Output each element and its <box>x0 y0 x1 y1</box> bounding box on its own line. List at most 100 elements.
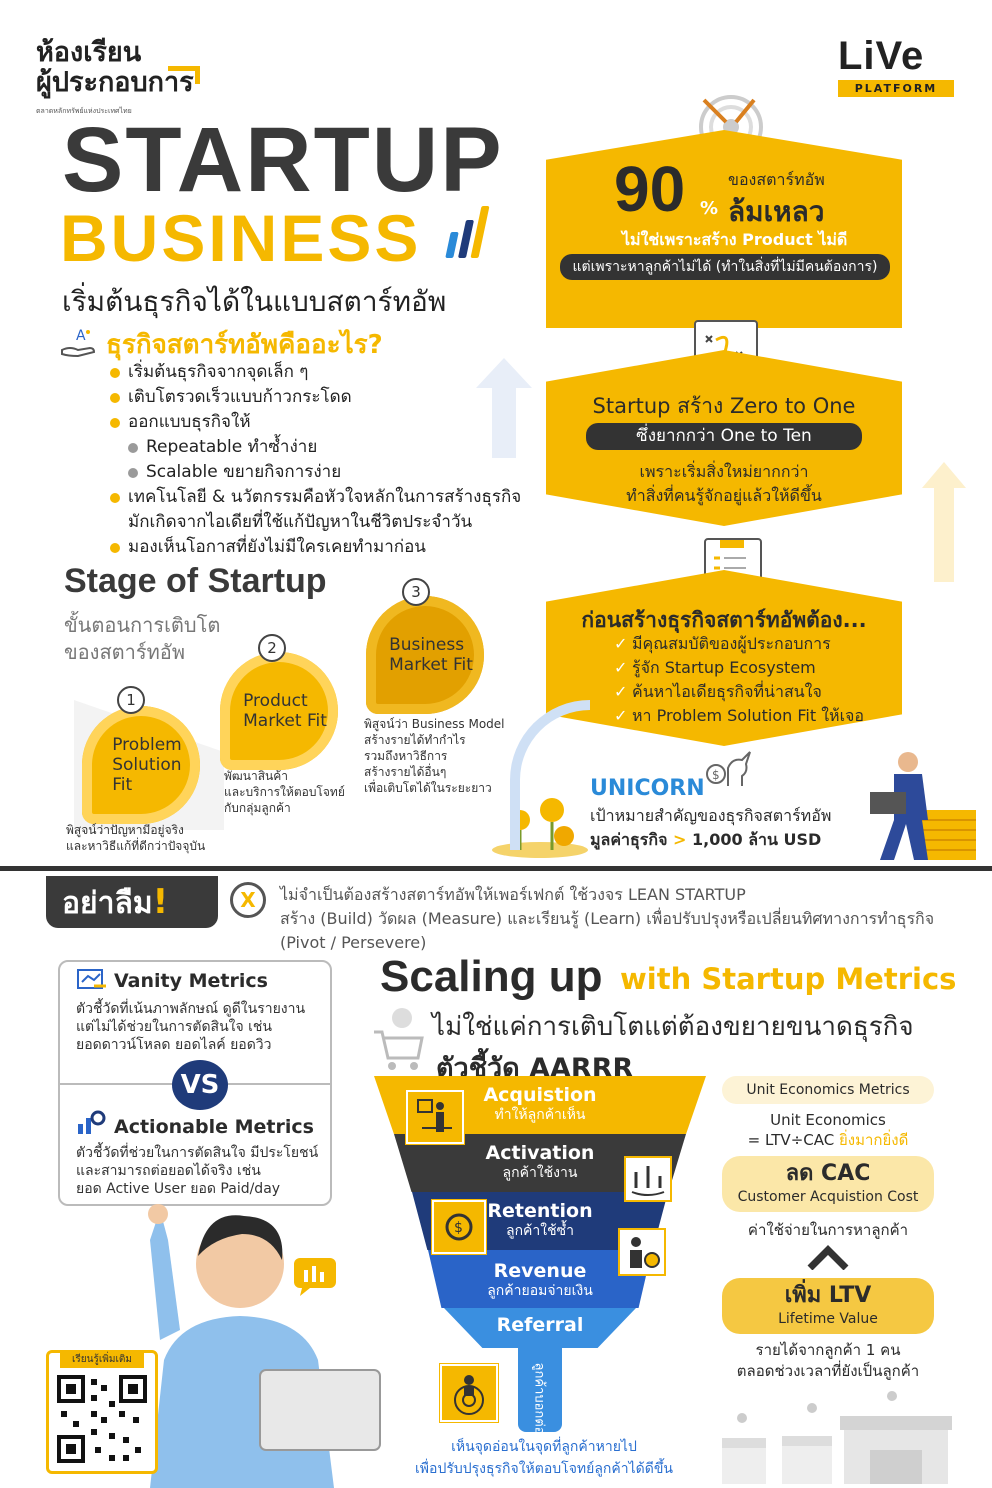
unit-economics-pill: Unit Economics Metrics <box>722 1076 934 1104</box>
dont-forget-label: อย่าลืม <box>62 886 153 921</box>
unit-economics-ratio: = LTV÷CAC <box>747 1131 839 1149</box>
cac-desc: ค่าใช้จ่ายในการหาลูกค้า <box>747 1221 909 1239</box>
ltv-desc-line: ตลอดช่วงเวลาที่ยังเป็นลูกค้า <box>736 1362 920 1380</box>
list-item: Repeatable ทำซ้ำง่าย <box>110 435 550 460</box>
before-startup-title: ก่อนสร้างธุรกิจสตาร์ทอัพต้อง... <box>581 608 867 632</box>
target-person-icon <box>440 1364 498 1422</box>
stage-desc: ลูกค้ายอมจ่ายเงิน <box>487 1283 593 1299</box>
actionable-text: ตัวชี้วัดที่ช่วยในการตัดสินใจ มีประโยชน์… <box>76 1144 318 1198</box>
vs-badge: VS <box>172 1060 228 1110</box>
stage-1-label: Solution <box>112 755 182 775</box>
stage-2-label: Market Fit <box>243 711 327 731</box>
zero-to-one-pill: ซึ่งยากกว่า One to Ten <box>586 423 862 450</box>
subtitle: เริ่มต้นธุรกิจได้ในแบบสตาร์ทอัพ <box>62 285 447 318</box>
unicorn-value-label: มูลค่าธุรกิจ <box>590 830 674 849</box>
brand-left-small: ตลาดหลักทรัพย์แห่งประเทศไทย <box>36 107 132 115</box>
banner-divider <box>0 866 992 871</box>
chat-bubble-icon <box>292 1256 338 1300</box>
fail-percent-number: 90 <box>614 153 686 225</box>
svg-text:$: $ <box>454 1220 463 1236</box>
money-cycle-icon: $ <box>432 1200 486 1254</box>
stage-3-label: Market Fit <box>389 655 473 675</box>
fail-word: ล้มเหลว <box>728 195 825 228</box>
person-illustration <box>110 1200 390 1488</box>
before-startup-list: มีคุณสมบัติของผู้ประกอบการ รู้จัก Startu… <box>614 632 864 728</box>
fail-box <box>546 130 902 328</box>
unicorn-line2: มูลค่าธุรกิจ > 1,000 ล้าน USD <box>590 828 821 853</box>
actionable-line: ตัวชี้วัดที่ช่วยในการตัดสินใจ มีประโยชน์ <box>76 1145 319 1161</box>
vanity-text: ตัวชี้วัดที่เน้นภาพลักษณ์ ดูดีในรายงาน แ… <box>76 1000 305 1054</box>
stage-name: Revenue <box>493 1260 587 1282</box>
dont-forget-tag: อย่าลืม! <box>46 876 218 928</box>
cac-subtitle: Customer Acquistion Cost <box>737 1189 919 1205</box>
lean-line: (Pivot / Persevere) <box>280 933 427 952</box>
fail-reason-pill: แต่เพราะหาลูกค้าไม่ได้ (ทำในสิ่งที่ไม่มี… <box>560 254 890 280</box>
ltv-desc-line: รายได้จากลูกค้า 1 คน <box>755 1341 901 1359</box>
vanity-heading: Vanity Metrics <box>114 970 268 992</box>
investor-icon <box>618 1228 666 1276</box>
actionable-line: ยอด Active User ยอด Paid/day <box>76 1181 281 1197</box>
stage-desc: ลูกค้าใช้งาน <box>502 1165 578 1181</box>
stage-3-note-line: สร้างรายได้ทำกำไร <box>364 733 466 747</box>
list-item: รู้จัก Startup Ecosystem <box>614 656 864 680</box>
unit-economics-line: Unit Economics <box>770 1111 886 1129</box>
stage-2-note-line: พัฒนาสินค้า <box>224 769 288 783</box>
list-item: มีคุณสมบัติของผู้ประกอบการ <box>614 632 864 656</box>
up-arrow-icon <box>476 358 532 462</box>
stage-2-note-line: กับกลุ่มลูกค้า <box>224 801 291 815</box>
shopping-cart-icon <box>370 1004 426 1078</box>
stage-3-note-line: เพื่อเติบโตได้ในระยะยาว <box>364 781 492 795</box>
brand-left-line1: ห้องเรียน <box>36 37 142 68</box>
brand-logo-right-sub: PLATFORM <box>838 80 954 97</box>
chevron-up-icon <box>806 1244 850 1274</box>
unicorn-greater-than: > <box>673 830 687 849</box>
stage-2-note: พัฒนาสินค้าและบริการให้ตอบโจทย์กับกลุ่มล… <box>224 768 345 816</box>
growth-hands-icon <box>624 1156 672 1202</box>
qr-code-box[interactable] <box>46 1350 158 1474</box>
scaling-subtitle: ไม่ใช่แค่การเติบโตแต่ต้องขยายขนาดธุรกิจ <box>432 1012 914 1042</box>
qr-label: เรียนรู้เพิ่มเติม <box>60 1352 144 1368</box>
stage-1-label: Problem <box>112 735 182 755</box>
lean-line: ไม่จำเป็นต้องสร้างสตาร์ทอัพให้เพอร์เฟกต์… <box>280 885 746 904</box>
stage-1-number: 1 <box>117 686 145 714</box>
stage-3-note-line: พิสูจน์ว่า Business Model <box>364 717 505 731</box>
stores-illustration <box>720 1388 960 1488</box>
stage-title: Stage of Startup <box>64 562 327 600</box>
funnel-layer-revenue <box>428 1250 652 1308</box>
list-item: ออกแบบธุรกิจให้ <box>110 410 550 435</box>
vanity-line: ตัวชี้วัดที่เน้นภาพลักษณ์ ดูดีในรายงาน <box>76 1001 306 1017</box>
dont-forget-exclamation: ! <box>152 882 169 922</box>
ltv-desc: รายได้จากลูกค้า 1 คน ตลอดช่วงเวลาที่ยังเ… <box>722 1340 934 1382</box>
unit-economics-formula: Unit Economics = LTV÷CAC ยิ่งมากยิ่งดี <box>722 1110 934 1150</box>
unit-economics-more-better: ยิ่งมากยิ่งดี <box>838 1131 909 1149</box>
weakness-line: เพื่อปรับปรุงธุรกิจให้ตอบโจทย์ลูกค้าได้ด… <box>415 1461 673 1477</box>
fail-of-startup: ของสตาร์ทอัพ <box>728 170 825 189</box>
businessman-illustration <box>850 740 980 870</box>
stage-desc: ลูกค้าใช้ซ้ำ <box>506 1223 574 1239</box>
stage-1-label: Fit <box>112 775 133 795</box>
lean-startup-text: ไม่จำเป็นต้องสร้างสตาร์ทอัพให้เพอร์เฟกต์… <box>280 883 970 955</box>
unicorn-value: 1,000 ล้าน USD <box>686 830 822 849</box>
stage-name: Acquistion <box>483 1084 597 1106</box>
title-startup: STARTUP <box>62 109 504 211</box>
unicorn-icon: $ <box>706 750 752 794</box>
ltv-pill: เพิ่ม LTV Lifetime Value <box>722 1278 934 1334</box>
what-is-heading: ธุรกิจสตาร์ทอัพคืออะไร? <box>106 330 383 360</box>
stage-3-label: Business <box>389 635 465 655</box>
fail-not-product: ไม่ใช่เพราะสร้าง Product ไม่ดี <box>622 230 848 249</box>
zero-to-one-line: เพราะเริ่มสิ่งใหม่ยากกว่า <box>639 462 809 481</box>
stage-sub-line2: ของสตาร์ทอัพ <box>64 640 185 664</box>
blue-arc-decoration <box>510 700 590 850</box>
stage-1-note: พิสูจน์ว่าปัญหามีอยู่จริงและหาวิธีแก้ที่… <box>66 822 205 854</box>
funnel-weakness-note: เห็นจุดอ่อนในจุดที่ลูกค้าหายไป เพื่อปรับ… <box>394 1436 694 1480</box>
stage-referral: Referral <box>470 1314 610 1336</box>
list-item: ค้นหาไอเดียธุรกิจที่น่าสนใจ <box>614 680 864 704</box>
funnel-spout <box>518 1346 562 1432</box>
list-item: เติบโตรวดเร็วแบบก้าวกระโดด <box>110 385 550 410</box>
